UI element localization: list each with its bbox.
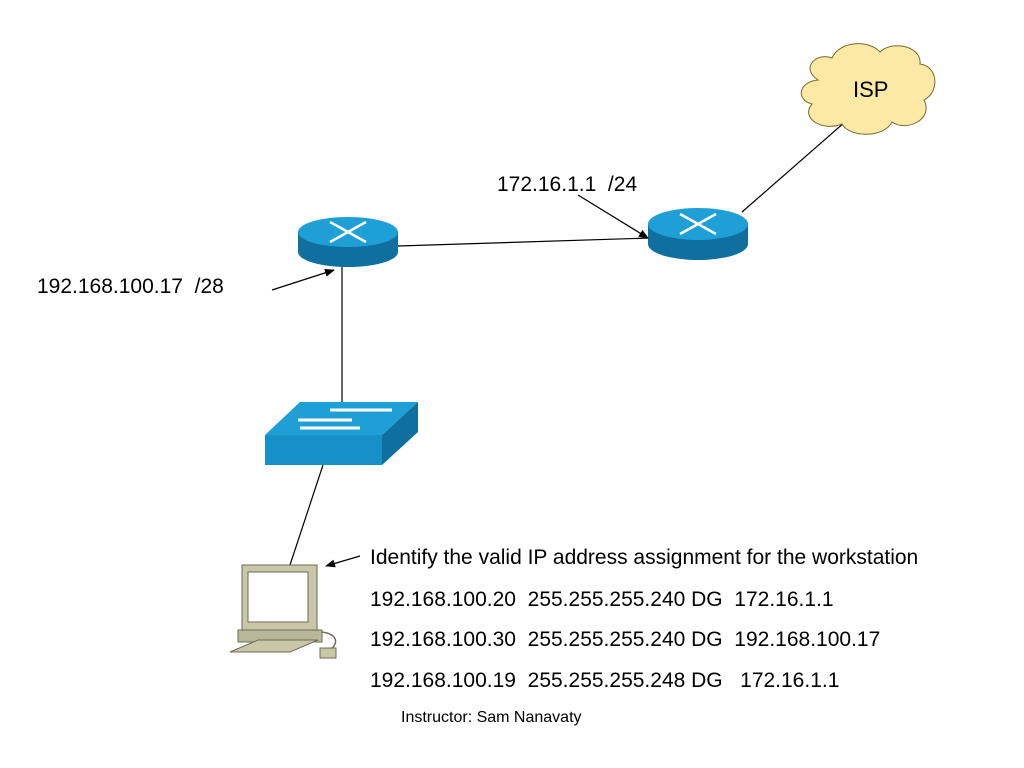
switch-icon [265,402,418,465]
pointer-arrow-workstation [325,555,361,568]
isp-label: ISP [853,77,889,102]
link-router-to-isp [741,121,846,213]
lan-router-ip-label: 192.168.100.17 /28 [37,275,224,298]
pointer-arrow-lan-router [271,268,335,291]
answer-option-2: 192.168.100.30 255.255.255.240 DG 192.16… [370,628,881,651]
isp-router-ip-label: 172.16.1.1 /24 [497,173,638,196]
isp-router-icon [648,208,748,260]
answer-option-3: 192.168.100.19 255.255.255.248 DG 172.16… [370,669,840,692]
link-switch-to-workstation [289,464,324,566]
instructor-footer: Instructor: Sam Nanavaty [401,709,582,726]
isp-cloud-icon [801,43,936,135]
workstation-icon [229,564,337,659]
link-router-to-router [397,237,651,247]
question-prompt: Identify the valid IP address assignment… [370,546,919,569]
pointer-arrow-isp-router [577,194,649,239]
answer-option-1: 192.168.100.20 255.255.255.240 DG 172.16… [370,588,834,611]
lan-router-icon [298,217,398,267]
